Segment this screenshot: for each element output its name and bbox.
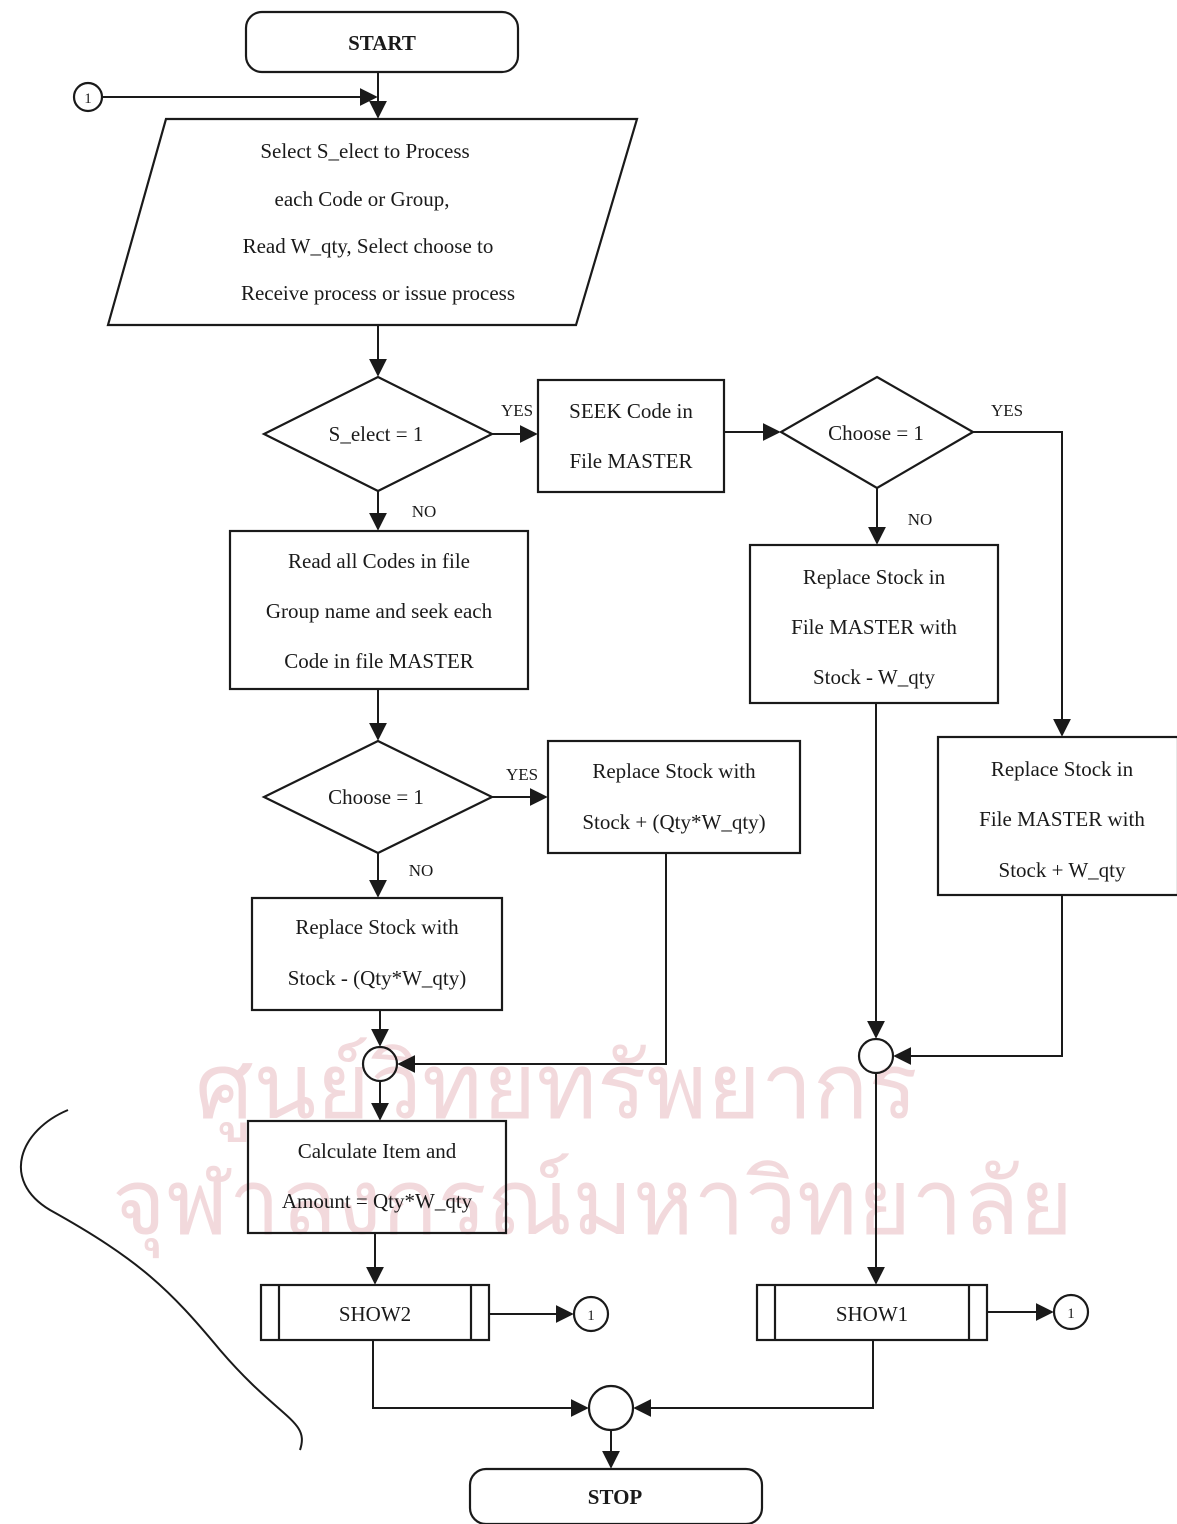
seek-box: [536, 378, 726, 494]
edge-plusmaster-merge: [893, 895, 1063, 1065]
decision-select-label: S_elect = 1: [329, 422, 424, 446]
show2-label: SHOW2: [339, 1302, 411, 1326]
no-label-choose-left: NO: [409, 861, 434, 880]
no-label-choose-right: NO: [908, 510, 933, 529]
replace-minus-master-line-3: Stock - W_qty: [813, 665, 936, 689]
edge-show1-final: [633, 1340, 874, 1417]
input-line-3: Read W_qty, Select choose to: [243, 234, 494, 258]
input-line-4: Receive process or issue process: [241, 281, 515, 305]
input-line-2: each Code or Group,: [275, 187, 450, 211]
yes-label-choose-right: YES: [991, 401, 1023, 420]
yes-label-choose-left: YES: [506, 765, 538, 784]
merge-right: [857, 1037, 895, 1075]
calculate-line-1: Calculate Item and: [298, 1139, 457, 1163]
no-label-select: NO: [412, 502, 437, 521]
seek-line-2: File MASTER: [569, 449, 692, 473]
connector-1-show2-label: 1: [587, 1308, 595, 1324]
merge-final: [587, 1384, 635, 1432]
decision-choose-left-label: Choose = 1: [328, 785, 424, 809]
read-codes-line-3: Code in file MASTER: [284, 649, 474, 673]
show2-box: [259, 1283, 491, 1342]
calculate-line-2: Amount = Qty*W_qty: [282, 1189, 473, 1213]
margin-curve: [19, 1109, 303, 1451]
connector-1-show1: [1052, 1293, 1090, 1331]
connector-1-show2: [572, 1295, 610, 1333]
merge-left: [361, 1045, 399, 1083]
replace-minus-master-box: [748, 543, 1000, 705]
replace-plus-qty-line-1: Replace Stock with: [592, 759, 756, 783]
replace-plus-master-line-2: File MASTER with: [979, 807, 1145, 831]
replace-plus-master-line-1: Replace Stock in: [991, 757, 1134, 781]
replace-minus-master-line-2: File MASTER with: [791, 615, 957, 639]
stop-terminal: [468, 1467, 764, 1524]
show1-label: SHOW1: [836, 1302, 908, 1326]
replace-plus-master-box: [936, 735, 1177, 897]
start-terminal: [244, 10, 520, 74]
replace-plus-master-line-3: Stock + W_qty: [999, 858, 1126, 882]
decision-choose-right-label: Choose = 1: [828, 421, 924, 445]
replace-minus-master-line-1: Replace Stock in: [803, 565, 946, 589]
seek-line-1: SEEK Code in: [569, 399, 693, 423]
replace-minus-qty-line-2: Stock - (Qty*W_qty): [288, 966, 466, 990]
input-parallelogram: [106, 117, 639, 327]
read-codes-line-2: Group name and seek each: [266, 599, 493, 623]
yes-label-select: YES: [501, 401, 533, 420]
replace-plus-qty-box: [546, 739, 802, 855]
replace-minus-qty-box: [250, 896, 504, 1012]
read-codes-line-1: Read all Codes in file: [288, 549, 470, 573]
start-label: START: [348, 31, 416, 55]
replace-plus-qty-line-2: Stock + (Qty*W_qty): [582, 810, 765, 834]
edge-choose-right-yes: [973, 431, 1071, 737]
connector-1-show1-label: 1: [1067, 1306, 1075, 1322]
connector-1-top-label: 1: [84, 91, 92, 107]
input-line-1: Select S_elect to Process: [260, 139, 469, 163]
edge-plusqty-merge: [397, 853, 667, 1073]
calculate-box: [246, 1119, 508, 1235]
stop-label: STOP: [588, 1485, 643, 1509]
replace-minus-qty-line-1: Replace Stock with: [295, 915, 459, 939]
edge-show2-final: [372, 1340, 589, 1417]
